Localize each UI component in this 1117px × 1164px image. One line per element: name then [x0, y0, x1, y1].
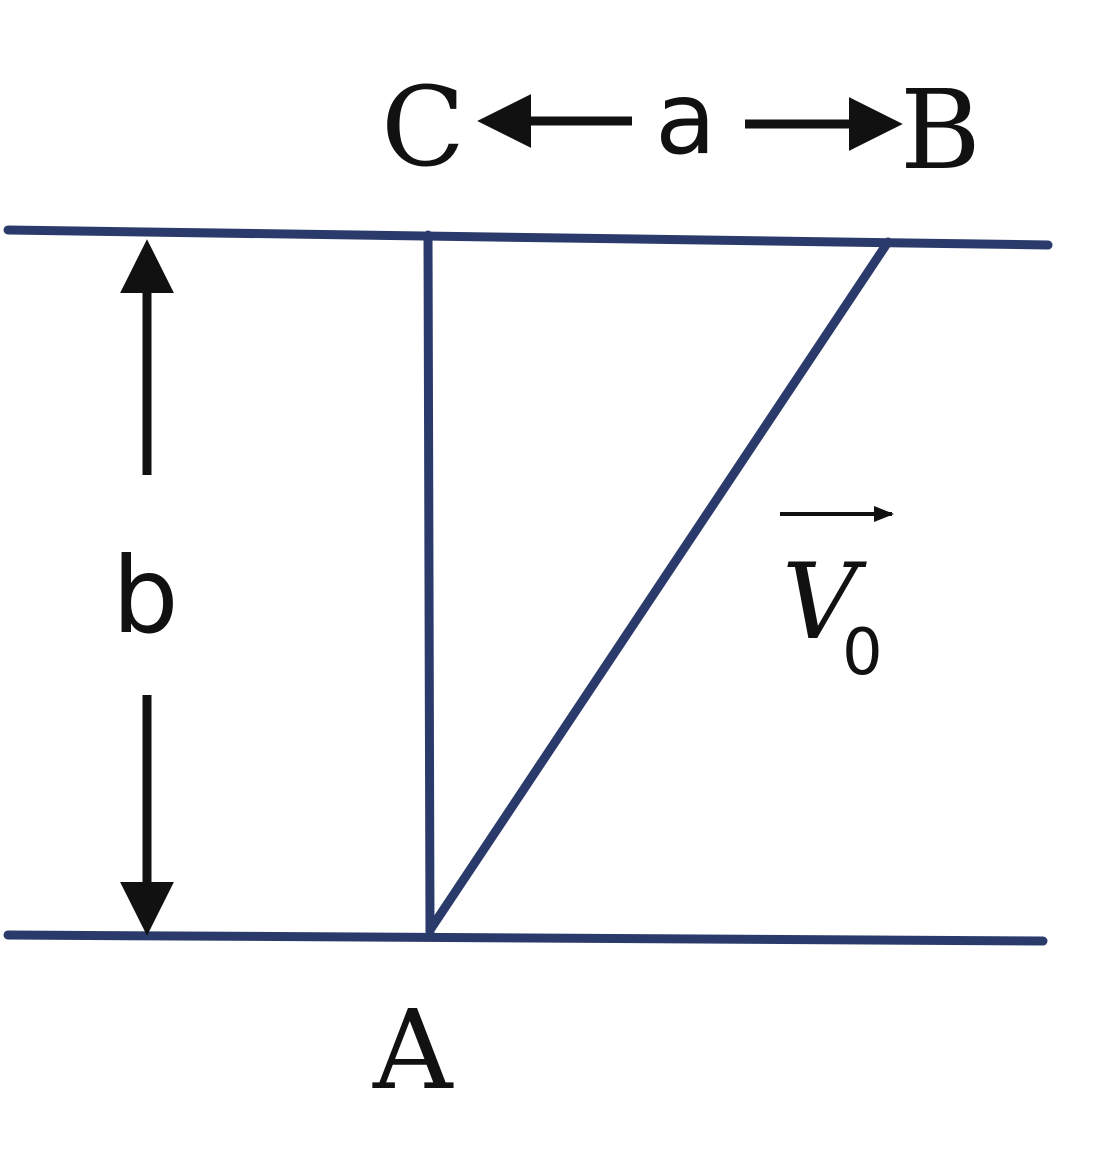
label-distance-a: a — [655, 60, 716, 177]
label-point-b: B — [900, 66, 981, 194]
label-velocity-symbol: V — [782, 541, 867, 663]
label-point-c: C — [381, 63, 465, 191]
bottom-bank-line — [3, 930, 1048, 946]
label-velocity-subscript: 0 — [842, 616, 883, 690]
label-distance-b: b — [112, 535, 179, 657]
label-point-a: A — [372, 986, 454, 1114]
line-a-to-b — [425, 237, 893, 935]
line-a-to-c — [423, 230, 435, 937]
top-bank-line — [3, 225, 1053, 250]
